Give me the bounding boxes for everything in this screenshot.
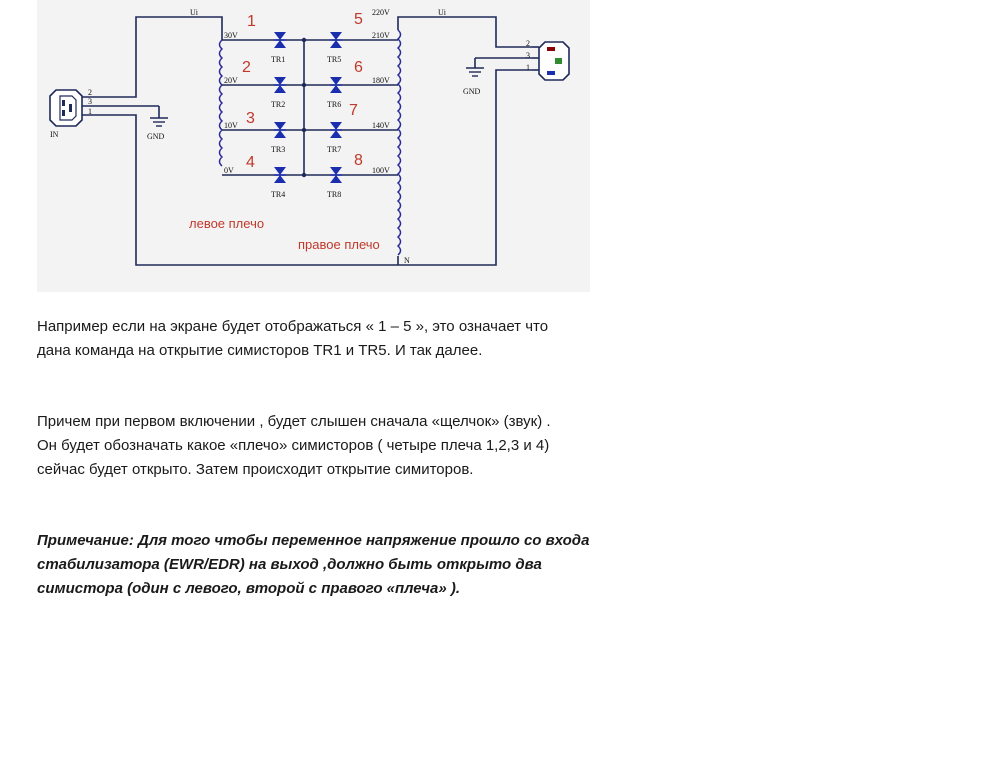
input-pin-label: 2 — [88, 88, 92, 97]
arm-number: 2 — [242, 59, 251, 76]
paragraph-line: стабилизатора (EWR/EDR) на выход ,должно… — [37, 556, 542, 573]
triac-label: TR8 — [327, 190, 341, 199]
output-pin-label: 1 — [526, 63, 530, 72]
arm-number: 4 — [246, 154, 255, 171]
left-supply-label: Ui — [190, 8, 199, 17]
triac-tr6 — [330, 77, 342, 93]
tap-label: 10V — [224, 121, 238, 130]
tap-label: 0V — [224, 166, 234, 175]
paragraph-line: сейчас будет открыто. Затем происходит о… — [37, 461, 474, 478]
output-connector-icon — [532, 41, 570, 81]
paragraph-line: Например если на экране будет отображать… — [37, 318, 549, 335]
paragraph-line: симистора (один с левого, второй с право… — [37, 580, 461, 597]
neutral-label: N — [404, 256, 410, 265]
left-arm-label: левое плечо — [189, 216, 264, 231]
triac-label: TR6 — [327, 100, 341, 109]
triac-tr7 — [330, 122, 342, 138]
explanation-paragraph: Например если на экране будет отображать… — [37, 315, 737, 363]
paragraph-line: Причем при первом включении , будет слыш… — [37, 413, 551, 430]
triac-tr5 — [330, 32, 342, 48]
junction-dots — [301, 37, 307, 178]
ground-label: GND — [463, 87, 481, 96]
paragraph-line: дана команда на открытие симисторов TR1 … — [37, 342, 483, 359]
input-connector-label: IN — [50, 130, 59, 139]
schematic-diagram: Ui Ui IN 2 3 1 2 3 1 GND GND N 30V 20V 1… — [37, 0, 590, 292]
triac-tr8 — [330, 167, 342, 183]
right-wiring — [397, 16, 532, 265]
left-wiring — [110, 16, 532, 266]
input-pin-label: 3 — [88, 97, 92, 106]
ground-icon — [150, 117, 168, 127]
tap-label: 220V — [372, 8, 390, 17]
paragraph-line: Он будет обозначать какое «плечо» симист… — [37, 437, 550, 454]
right-winding — [396, 29, 402, 256]
triac-tr2 — [274, 77, 286, 93]
output-pin-label: 3 — [526, 51, 530, 60]
input-connector-icon — [49, 89, 110, 127]
tap-label: 180V — [372, 76, 390, 85]
triac-label: TR2 — [271, 100, 285, 109]
tap-label: 100V — [372, 166, 390, 175]
arm-number: 8 — [354, 152, 363, 169]
triac-label: TR4 — [271, 190, 285, 199]
right-supply-label: Ui — [438, 8, 447, 17]
input-pin-label: 1 — [88, 107, 92, 116]
arm-number: 1 — [247, 13, 256, 30]
tap-label: 30V — [224, 31, 238, 40]
paragraph-line: Примечание: Для того чтобы переменное на… — [37, 532, 590, 549]
triac-label: TR3 — [271, 145, 285, 154]
right-arm-label: правое плечо — [298, 237, 380, 252]
ground-icon — [466, 67, 484, 77]
tap-wires — [222, 39, 398, 176]
tap-label: 210V — [372, 31, 390, 40]
output-pin-label: 2 — [526, 39, 530, 48]
arm-number: 3 — [246, 110, 255, 127]
arm-number: 7 — [349, 102, 358, 119]
tap-label: 140V — [372, 121, 390, 130]
triac-tr3 — [274, 122, 286, 138]
startup-paragraph: Причем при первом включении , будет слыш… — [37, 410, 737, 482]
triac-label: TR7 — [327, 145, 341, 154]
ground-label: GND — [147, 132, 165, 141]
arm-number: 6 — [354, 59, 363, 76]
schematic-background — [37, 0, 590, 292]
note-paragraph: Примечание: Для того чтобы переменное на… — [37, 529, 737, 601]
triac-label: TR5 — [327, 55, 341, 64]
arm-number: 5 — [354, 11, 363, 28]
triac-tr4 — [274, 167, 286, 183]
tap-label: 20V — [224, 76, 238, 85]
triac-label: TR1 — [271, 55, 285, 64]
left-winding — [218, 39, 224, 167]
triac-tr1 — [274, 32, 286, 48]
